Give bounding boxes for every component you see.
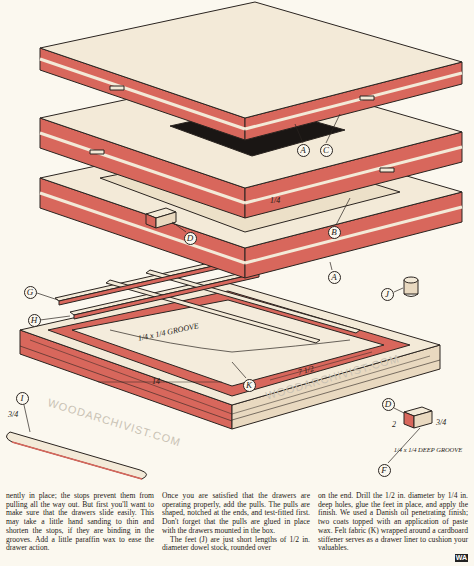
callout-letter: G	[24, 286, 37, 299]
callout-letter: C	[320, 144, 333, 157]
dimension: 1/4 x 1/4 DEEP GROOVE	[392, 446, 464, 454]
callout-letter: D	[382, 398, 395, 411]
callout-letter: K	[243, 379, 256, 392]
callout-text: A	[331, 273, 337, 282]
callout-letter: F	[378, 464, 391, 477]
callout-letter: D	[184, 232, 197, 245]
watermark: WOODARCHIVIST.COM	[47, 398, 182, 447]
callout-text: H	[31, 316, 38, 325]
callout-letter: J	[381, 288, 394, 301]
callout-text: C	[323, 146, 329, 155]
dimension: 1/4	[270, 196, 280, 205]
callout-text: I	[21, 394, 24, 403]
callout-text: G	[27, 288, 34, 297]
logo-mark: WA	[455, 554, 468, 562]
callout-letter: B	[328, 226, 341, 239]
callout-letter: H	[28, 314, 41, 327]
article-text: Once you are satisfied that the drawers …	[162, 492, 310, 536]
callout-letter: I	[16, 392, 29, 405]
callout-text: D	[187, 234, 194, 243]
callout-text: J	[385, 290, 389, 299]
callout-text: F	[381, 466, 387, 475]
callout-text: A	[300, 146, 306, 155]
article-text: The feet (J) are just short lengths of 1…	[162, 536, 310, 553]
callout-letter: A	[297, 144, 310, 157]
callout-letter: A	[328, 271, 341, 284]
dimension: 3/4	[8, 410, 18, 419]
callout-text: K	[246, 381, 252, 390]
dimension: 14	[152, 377, 160, 386]
dimension: 3/4	[436, 418, 446, 427]
dimension: 2	[392, 420, 396, 429]
callout-text: D	[385, 400, 392, 409]
article-text: on the end. Drill the 1/2 in. diameter b…	[318, 492, 468, 553]
article-text: nently in place; the stops prevent them …	[6, 492, 154, 553]
callout-text: B	[331, 228, 337, 237]
